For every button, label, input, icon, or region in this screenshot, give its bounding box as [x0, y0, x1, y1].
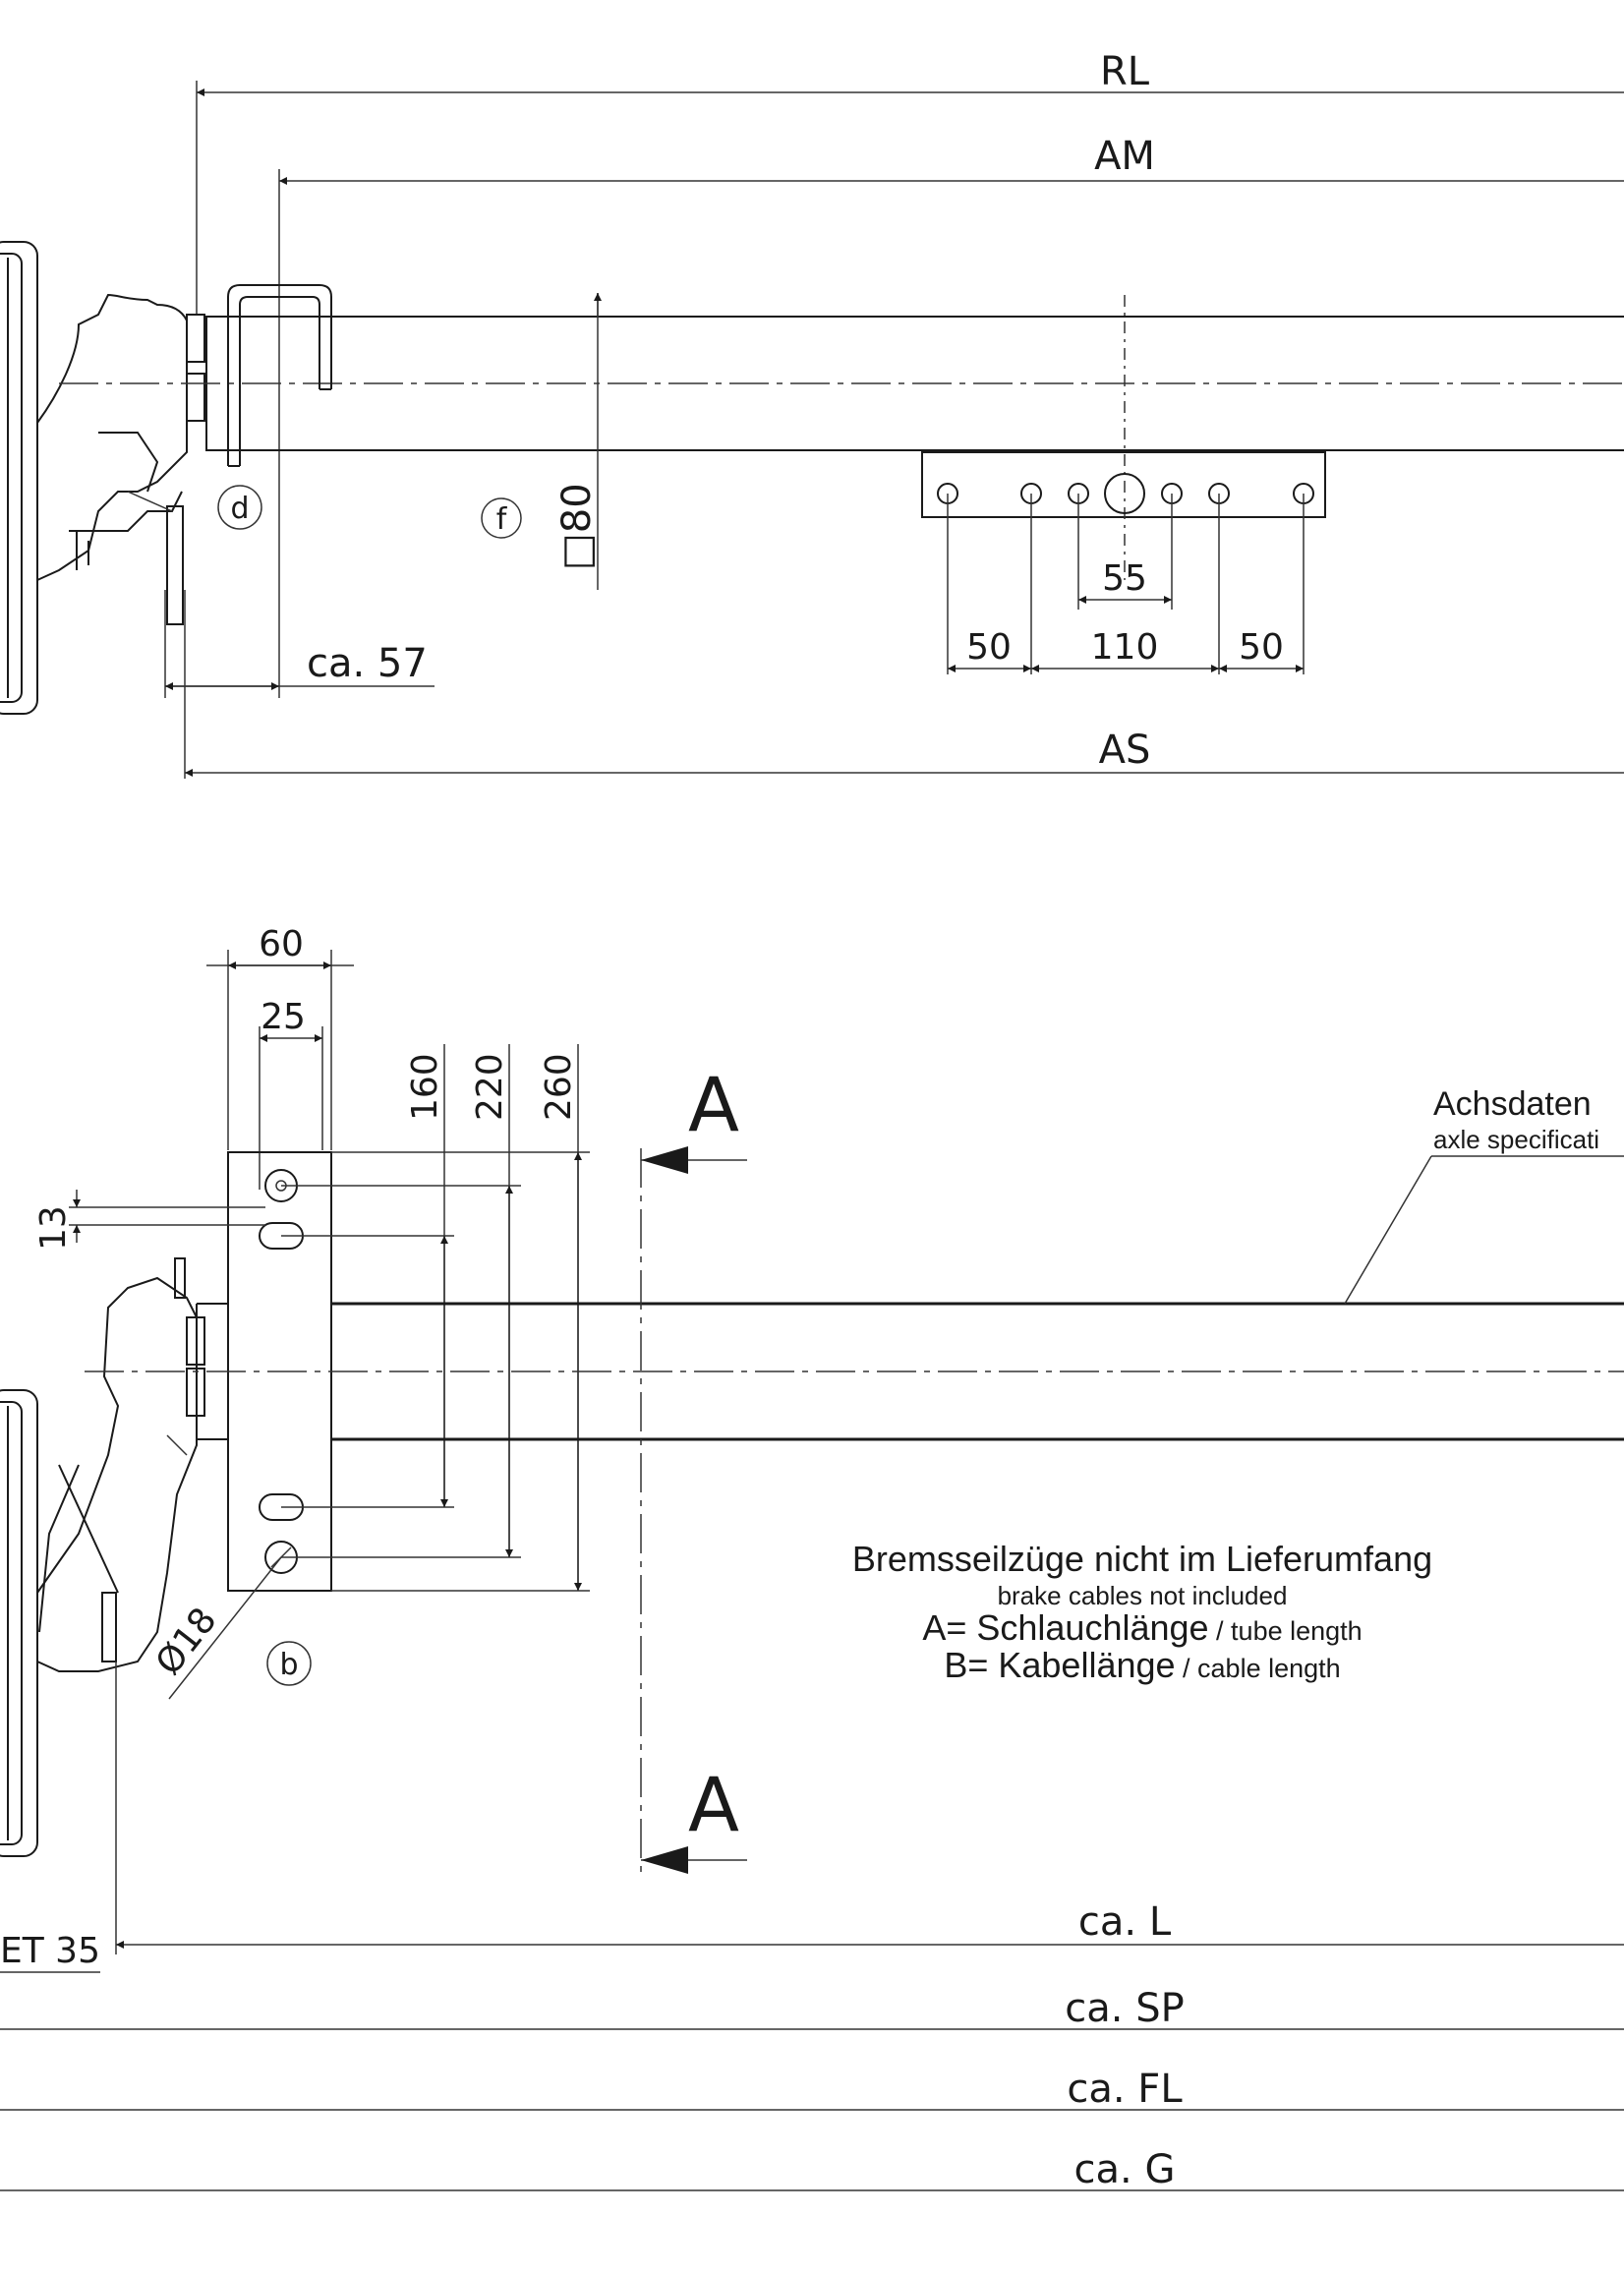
label-b-circle [266, 1641, 312, 1686]
label-f-circle [481, 497, 522, 539]
label-d-circle [217, 485, 262, 530]
section-a-bottom: A [688, 1761, 739, 1848]
d260-label: 260 [539, 1053, 579, 1121]
as-label: AS [1099, 728, 1151, 773]
hub-top [36, 293, 205, 625]
ca-g-label: ca. G [1074, 2147, 1176, 2192]
d220-label: 220 [470, 1053, 510, 1121]
axle-spec-en: axle specificati [1433, 1125, 1599, 1154]
d50a-label: 50 [966, 627, 1012, 668]
u-bolt [227, 284, 332, 466]
dia18-leader [168, 1556, 282, 1700]
note-line2: brake cables not included [998, 1581, 1288, 1610]
d25-label: 25 [261, 997, 306, 1037]
bottom-view: 60 25 13 160 220 2 [0, 924, 1624, 2192]
note-line1: Bremsseilzüge nicht im Lieferumfang [852, 1539, 1432, 1579]
section-a-top: A [688, 1061, 739, 1148]
ca-fl-label: ca. FL [1067, 2067, 1183, 2112]
am-label: AM [1094, 134, 1155, 179]
label-d: d [230, 492, 249, 526]
axle-spec-leader [1344, 1155, 1432, 1305]
rl-label: RL [1100, 49, 1150, 94]
wheel-bottom [0, 1389, 38, 1857]
note-line3-sub: / tube length [1209, 1616, 1363, 1646]
wheel-top [0, 241, 38, 715]
d13-label: 13 [33, 1205, 74, 1251]
top-view: RL AM d [0, 49, 1624, 779]
note-line3-main: A= Schlauchlänge [922, 1607, 1208, 1648]
note-line3: A= Schlauchlänge / tube length [922, 1607, 1362, 1648]
note-line4-main: B= Kabellänge [944, 1645, 1175, 1685]
d55-label: 55 [1102, 558, 1147, 599]
label-f: f [496, 502, 508, 537]
et35-label: ET 35 [0, 1931, 100, 1971]
note-line4-sub: / cable length [1176, 1654, 1341, 1683]
ca57-label: ca. 57 [307, 641, 428, 686]
hub-bottom [36, 1257, 205, 1672]
mounting-plate-top [921, 451, 1326, 518]
d60-label: 60 [259, 924, 304, 964]
note-line4: B= Kabellänge / cable length [944, 1645, 1340, 1685]
axle-spec-de: Achsdaten [1433, 1085, 1592, 1123]
ca-l-label: ca. L [1078, 1899, 1172, 1945]
sq80-label: □80 [554, 483, 600, 570]
d50b-label: 50 [1239, 627, 1284, 668]
label-b: b [279, 1648, 298, 1682]
d110-label: 110 [1091, 627, 1159, 668]
plate-holes [937, 473, 1314, 514]
d160-label: 160 [405, 1053, 445, 1121]
ca-sp-label: ca. SP [1065, 1986, 1184, 2031]
